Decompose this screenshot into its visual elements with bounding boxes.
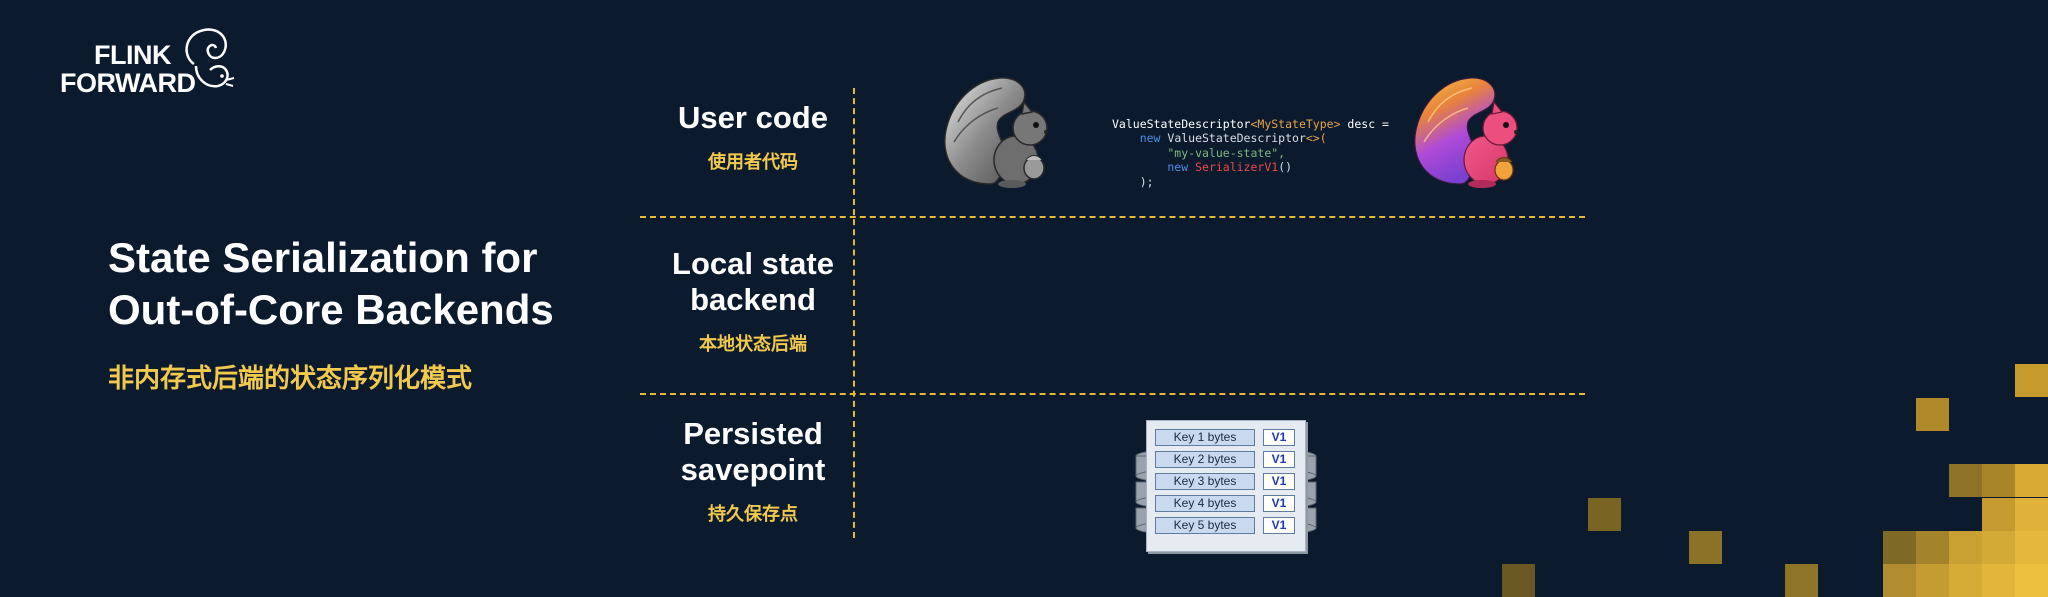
code-line-5: );: [1112, 174, 1154, 189]
savepoint-entry: Key 4 bytes V1: [1155, 495, 1297, 512]
squirrel-gray-icon: [944, 77, 1048, 188]
decor-square: [2015, 498, 2048, 531]
decor-square: [1982, 531, 2015, 564]
decor-square: [1949, 464, 1982, 497]
decor-square: [1949, 564, 1982, 597]
decor-square: [1982, 564, 2015, 597]
code-line-3: "my-value-state",: [1112, 145, 1286, 160]
row-label-en: User code: [678, 100, 828, 135]
savepoint-key: Key 5 bytes: [1155, 517, 1255, 534]
slide-subtitle-cn: 非内存式后端的状态序列化模式: [108, 363, 473, 393]
decor-square: [1916, 398, 1949, 431]
row-label-en-line2: savepoint: [680, 452, 826, 487]
code-line-2: new ValueStateDescriptor<>(: [1112, 131, 1327, 145]
row-label-cn: 本地状态后端: [699, 334, 807, 354]
decor-square: [1588, 498, 1621, 531]
row-divider-1: [640, 216, 1585, 218]
savepoint-entry: Key 2 bytes V1: [1155, 451, 1297, 468]
decor-square: [1883, 564, 1916, 597]
decor-square: [1785, 564, 1818, 597]
decor-square: [1883, 531, 1916, 564]
savepoint-version-badge: V1: [1263, 517, 1295, 534]
title-line1: State Serialization for: [108, 234, 538, 281]
code-snippet: ValueStateDescriptor<MyStateType> desc =…: [1112, 102, 1389, 204]
decor-square: [2015, 364, 2048, 397]
decor-square: [1689, 531, 1722, 564]
decor-square: [2015, 531, 2048, 564]
row-label-cn: 持久保存点: [708, 504, 798, 524]
title-line2: Out-of-Core Backends: [108, 286, 554, 333]
row-label-local-state-backend: Local state backend 本地状态后端: [623, 246, 883, 356]
decor-square: [1982, 498, 2015, 531]
code-line-1: ValueStateDescriptor<MyStateType> desc =: [1112, 116, 1389, 131]
decor-square: [1949, 531, 1982, 564]
flink-squirrel-logo-icon: [185, 28, 235, 88]
savepoint-entries-table: Key 1 bytes V1 Key 2 bytes V1 Key 3 byte…: [1146, 420, 1306, 552]
logo-line1: FLINK: [94, 40, 171, 70]
savepoint-version-badge: V1: [1263, 473, 1295, 490]
code-line-4: new SerializerV1(): [1112, 160, 1293, 174]
row-label-user-code: User code 使用者代码: [623, 100, 883, 174]
decor-square: [2015, 464, 2048, 497]
row-label-en-line2: backend: [690, 282, 816, 317]
savepoint-key: Key 1 bytes: [1155, 429, 1255, 446]
row-divider-2: [640, 393, 1585, 395]
slide-title: State Serialization for Out-of-Core Back…: [108, 232, 628, 336]
row-label-cn: 使用者代码: [708, 152, 798, 172]
savepoint-entry: Key 3 bytes V1: [1155, 473, 1297, 490]
decor-square: [1916, 531, 1949, 564]
decor-square: [1982, 464, 2015, 497]
row-label-persisted-savepoint: Persisted savepoint 持久保存点: [623, 416, 883, 526]
savepoint-version-badge: V1: [1263, 451, 1295, 468]
savepoint-storage-graphic: Key 1 bytes V1 Key 2 bytes V1 Key 3 byte…: [1130, 414, 1320, 556]
squirrel-color-icon: [1414, 77, 1518, 188]
row-label-en-line1: Persisted: [683, 416, 823, 451]
savepoint-entry: Key 1 bytes V1: [1155, 429, 1297, 446]
decor-square: [2015, 564, 2048, 597]
decor-square: [1502, 564, 1535, 597]
savepoint-entry: Key 5 bytes V1: [1155, 517, 1297, 534]
flink-forward-logo: FLINK FORWARD: [58, 26, 238, 106]
decor-square: [1916, 564, 1949, 597]
row-label-en-line1: Local state: [672, 246, 834, 281]
column-divider: [853, 88, 855, 538]
logo-line2: FORWARD: [60, 68, 196, 98]
savepoint-key: Key 2 bytes: [1155, 451, 1255, 468]
savepoint-key: Key 3 bytes: [1155, 473, 1255, 490]
savepoint-version-badge: V1: [1263, 495, 1295, 512]
savepoint-key: Key 4 bytes: [1155, 495, 1255, 512]
savepoint-version-badge: V1: [1263, 429, 1295, 446]
